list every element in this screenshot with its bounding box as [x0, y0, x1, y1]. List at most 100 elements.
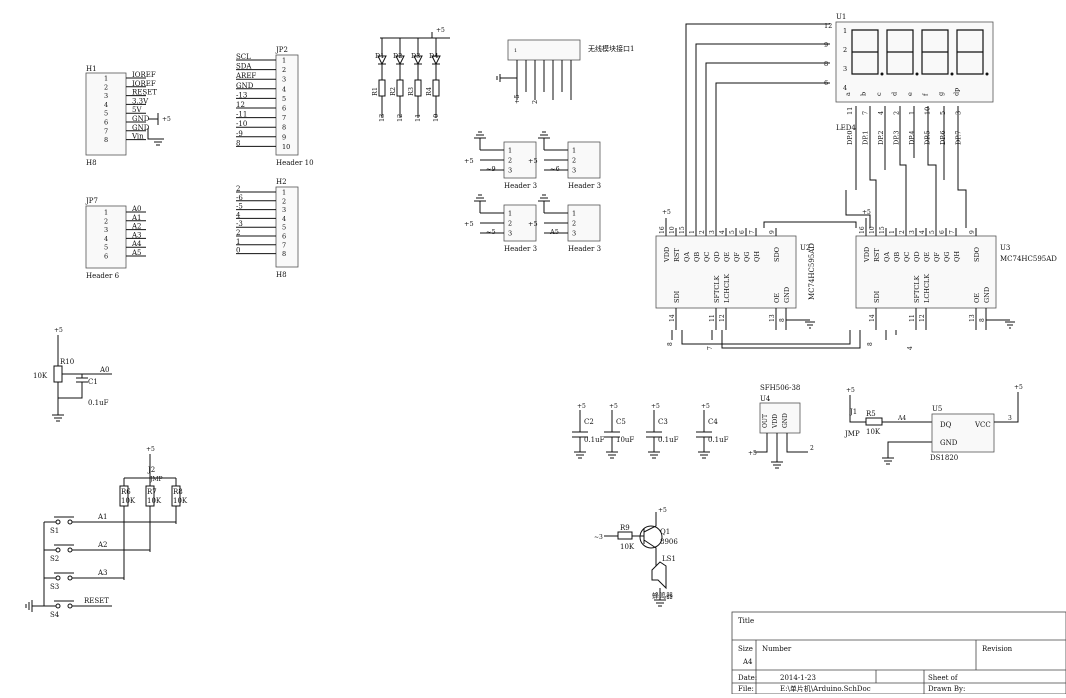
pin-number: 3	[709, 230, 716, 234]
svg-text:蜂鸣器: 蜂鸣器	[652, 591, 673, 600]
segment-net: DP.0	[846, 131, 854, 145]
segment-name: d	[891, 92, 899, 96]
pin-number: 1	[908, 111, 916, 115]
svg-text:VCC: VCC	[974, 421, 991, 429]
pin-number: 2	[572, 157, 576, 165]
pin-name: A5	[131, 249, 142, 257]
net-label: +5	[528, 157, 538, 165]
svg-text:Number: Number	[762, 645, 792, 653]
net-label: 7	[707, 346, 714, 350]
switch-contact	[67, 575, 73, 581]
svg-text:MC74HC595AD: MC74HC595AD	[808, 243, 816, 300]
header3-body	[503, 204, 537, 242]
buzzer-circuit: ~3 +5 R9 10K Q1 8906 LS1 蜂鸣器	[594, 507, 678, 607]
pin-name: A1	[131, 214, 142, 222]
resistor	[378, 79, 386, 97]
pin-number: 3	[508, 230, 512, 238]
pin-number: 11	[909, 314, 916, 322]
gnd-symbol	[474, 131, 486, 150]
svg-text:Revision: Revision	[982, 645, 1013, 653]
capacitor	[572, 410, 588, 459]
svg-text:VDD: VDD	[772, 414, 779, 429]
digit-number: 4	[843, 84, 847, 92]
resistor-designator: R2	[389, 87, 397, 96]
capacitor-value: 0.1uF	[584, 436, 605, 444]
pin-name: A0	[131, 205, 142, 213]
pin-number: 7	[104, 127, 108, 135]
pin-number: 4	[919, 230, 926, 234]
pin-number: 6	[282, 105, 286, 113]
pin-name: 0	[236, 247, 240, 255]
led-net: 12	[396, 114, 404, 122]
capacitor-designator: C5	[616, 418, 626, 426]
segment-name: a	[844, 92, 852, 96]
component-type: Header 6	[86, 272, 120, 280]
capacitor-value: 0.1uF	[658, 436, 679, 444]
pin-number: 7	[862, 111, 870, 115]
pin-number: 2	[104, 83, 108, 91]
resistor	[432, 79, 440, 97]
pin-number: 3	[508, 167, 512, 175]
digit	[886, 29, 914, 75]
component-type: Header 3	[504, 245, 537, 253]
net-label: ~9	[486, 165, 496, 173]
pin-name: QE	[723, 252, 731, 262]
svg-text:10K: 10K	[866, 428, 881, 436]
net-label: 8	[867, 342, 874, 346]
net-label: +5	[577, 403, 586, 410]
pin-number: 10	[282, 143, 290, 151]
pin-name: GND	[132, 124, 150, 132]
svg-text:2: 2	[810, 445, 814, 452]
pin-number: 12	[919, 314, 926, 322]
component-type: H8	[276, 271, 287, 279]
pin-number: 13	[969, 314, 976, 322]
pin-number: 8	[282, 250, 286, 258]
pin-number: 3	[572, 167, 576, 175]
pin-number: 2	[508, 220, 512, 228]
gnd-symbol	[538, 131, 550, 150]
pin-number: 10	[669, 226, 676, 234]
pin-name: SDI	[673, 290, 681, 303]
module-label: 无线模块接口1	[588, 44, 634, 53]
pin-number: 15	[679, 226, 686, 234]
svg-text:+5: +5	[658, 507, 667, 514]
decimal-point	[950, 72, 954, 76]
resistor-designator: R7	[147, 488, 157, 496]
pin-name: GND	[236, 82, 254, 90]
pin-name: QA	[683, 252, 691, 262]
pin-number: 6	[104, 253, 108, 261]
led-designator: D4	[429, 52, 438, 60]
switch-net: A3	[97, 569, 108, 577]
svg-text:Sheet of: Sheet of	[928, 674, 959, 682]
svg-text:+5: +5	[662, 209, 671, 216]
segment-name: g	[937, 92, 945, 96]
pin-number: 3	[282, 76, 286, 84]
digit	[851, 29, 879, 75]
pin-number: 8	[779, 318, 786, 322]
net-label: +5	[528, 220, 538, 228]
switch-designator: S2	[50, 555, 59, 563]
pin-number: 7	[282, 114, 286, 122]
led-wire	[431, 38, 441, 118]
shift-register-u2: U2 MC74HC595AD 16VDD10RST15QA1QB2QC3QD4Q…	[655, 226, 816, 350]
pin-number: 5	[282, 224, 286, 232]
resistor-value: 10K	[121, 497, 136, 505]
component-designator: H2	[276, 178, 287, 186]
switch-contact	[67, 519, 73, 525]
svg-text:+5: +5	[846, 387, 855, 394]
pin-name: SCL	[236, 53, 251, 61]
switch-net: RESET	[84, 597, 109, 605]
pin-name: QC	[703, 252, 711, 262]
pin-number: 2	[282, 197, 286, 205]
pin-name: 12	[236, 101, 245, 109]
pin-number: 4	[104, 235, 108, 243]
svg-text:JMP: JMP	[844, 430, 860, 438]
pin-number: 8	[282, 124, 286, 132]
svg-text:GND: GND	[782, 413, 789, 428]
component-type: H8	[86, 159, 97, 167]
svg-text:8906: 8906	[660, 538, 678, 546]
net-label: +5	[609, 403, 618, 410]
pin-name: 3.3V	[132, 97, 149, 105]
pin-name: QA	[883, 252, 891, 262]
